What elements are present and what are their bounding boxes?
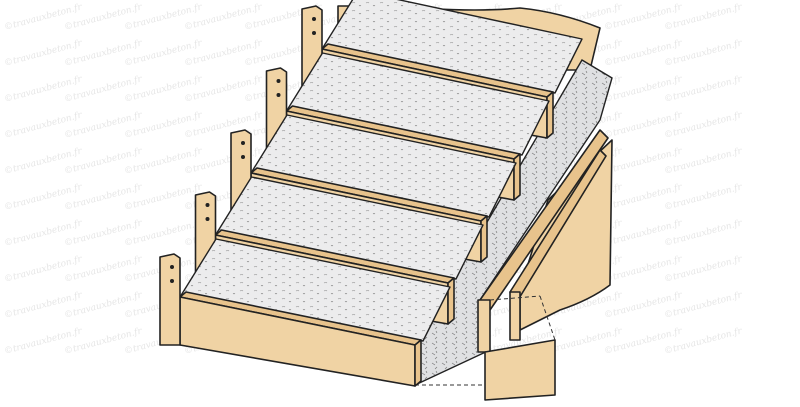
step-board-end-3 — [480, 215, 488, 263]
stake-post-1 — [159, 253, 181, 346]
nail-hole — [205, 203, 210, 207]
nail-hole — [276, 93, 281, 97]
bottom-side-board — [484, 339, 556, 401]
nail-hole — [276, 79, 281, 83]
nail-hole — [170, 265, 174, 269]
side-post — [477, 299, 491, 353]
nail-hole — [241, 155, 245, 159]
step-board-end-5 — [546, 91, 554, 139]
side-formwork-panel — [519, 139, 613, 331]
nail-hole — [205, 217, 210, 221]
side-post-2 — [509, 291, 521, 341]
dashed-outline — [415, 295, 556, 386]
nail-hole — [170, 279, 174, 283]
step-board-end-4 — [513, 153, 521, 201]
step-board-end-1 — [414, 339, 422, 387]
nail-hole — [312, 31, 316, 35]
nail-hole — [312, 17, 316, 21]
step-board-end-2 — [447, 277, 455, 325]
steps-group — [159, 0, 583, 387]
nail-hole — [241, 141, 245, 145]
